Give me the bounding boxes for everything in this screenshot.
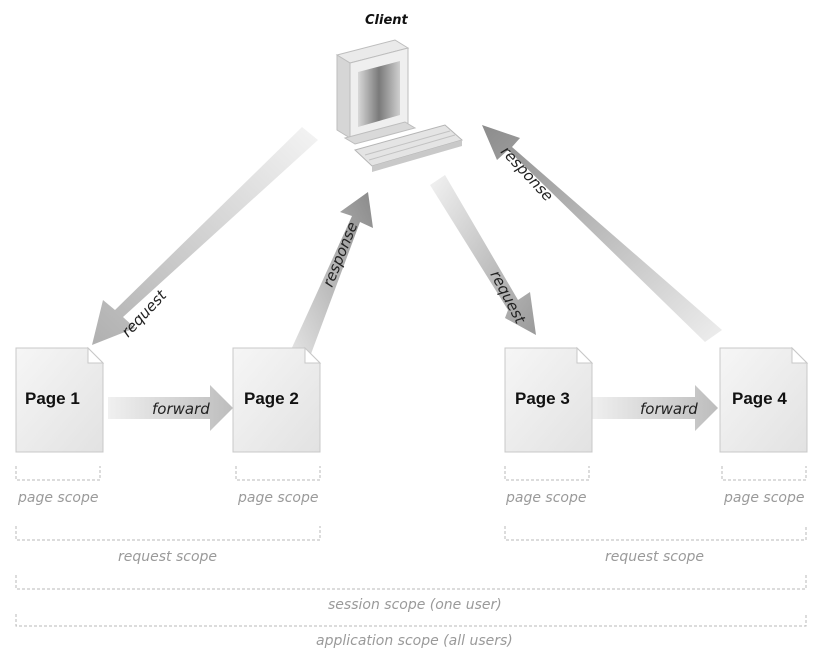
session-scope-label: session scope (one user) (328, 597, 502, 613)
forward-label-1: forward (152, 400, 210, 418)
page-scope-label-2: page scope (237, 490, 318, 506)
application-scope-label: application scope (all users) (316, 633, 513, 649)
request-scope-label-left: request scope (118, 549, 217, 565)
page-4-label: Page 4 (732, 389, 787, 408)
application-scope: application scope (all users) (15, 614, 807, 649)
page-3-document: Page 3 (504, 346, 594, 453)
client-label: Client (365, 13, 409, 28)
page-2-label: Page 2 (244, 389, 299, 408)
page-scope-3: page scope (504, 466, 590, 506)
page-scope-label-4: page scope (723, 490, 804, 506)
page-scope-4: page scope (721, 466, 807, 506)
forward-arrow-3-4: forward (590, 385, 718, 431)
client-computer: Client (335, 13, 464, 172)
page-1-label: Page 1 (25, 389, 80, 408)
page-2-document: Page 2 (232, 346, 322, 453)
page-scope-label-1: page scope (17, 490, 98, 506)
request-arrow-page1: request (92, 127, 318, 345)
forward-label-2: forward (640, 400, 698, 418)
request-arrow-page3: request (430, 175, 536, 335)
response-label-right: response (497, 142, 557, 204)
request-scope-left: request scope (15, 526, 321, 565)
page-1-document: Page 1 (15, 346, 105, 453)
request-scope-label-right: request scope (605, 549, 704, 565)
computer-icon (335, 39, 464, 172)
forward-arrow-1-2: forward (108, 385, 233, 431)
response-arrow-page2: response (290, 192, 373, 362)
request-scope-right: request scope (504, 526, 807, 565)
page-scope-1: page scope (15, 466, 101, 506)
page-scope-2: page scope (235, 466, 321, 506)
page-scope-label-3: page scope (505, 490, 586, 506)
response-label-middle: response (319, 219, 361, 289)
session-scope: session scope (one user) (15, 575, 807, 613)
page-3-label: Page 3 (515, 389, 570, 408)
page-4-document: Page 4 (719, 346, 809, 453)
